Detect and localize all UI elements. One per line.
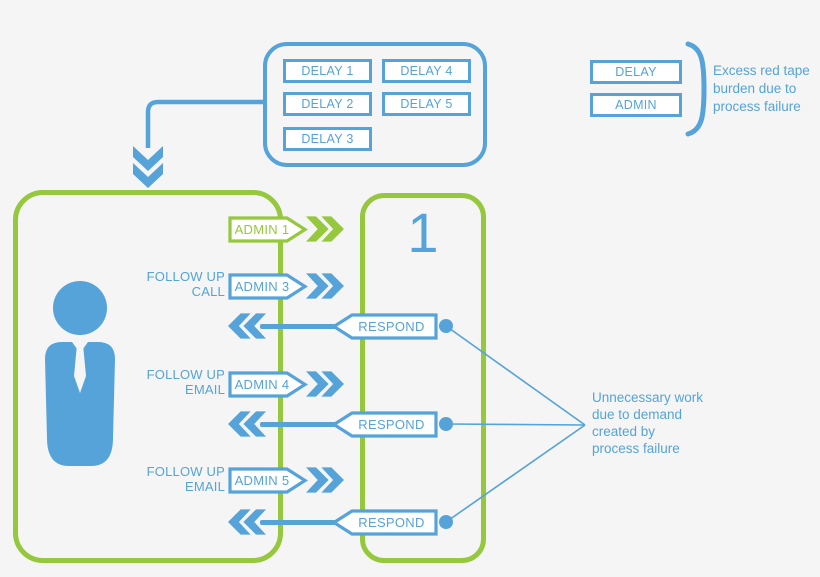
- delay-4-box: DELAY 4: [382, 59, 471, 83]
- admin-5-tag: ADMIN 5: [228, 467, 308, 494]
- chevron-left-icon: [228, 311, 266, 341]
- delay-2-box: DELAY 2: [283, 92, 372, 116]
- admin-3-tag: ADMIN 3: [228, 273, 308, 300]
- delay-1-box: DELAY 1: [283, 59, 372, 83]
- tag-pennant-shape: [228, 467, 308, 494]
- legend-note-line: process failure: [713, 99, 801, 114]
- process-number: 1: [407, 201, 439, 264]
- chevron-right-icon: [306, 214, 344, 244]
- context-line: FOLLOW UP: [146, 367, 225, 382]
- respond-1-label: RESPOND: [358, 319, 425, 334]
- chevron-left-icon: [228, 507, 266, 537]
- chevron-right-icon: [306, 369, 344, 399]
- tag-pennant-shape: [331, 313, 438, 340]
- respond-tag-3: RESPOND: [331, 509, 438, 536]
- tag-pennant-shape: [228, 216, 308, 243]
- chevron-right-icon: [306, 465, 344, 495]
- follow-up-email-label: FOLLOW UP EMAIL: [120, 367, 225, 397]
- tag-pennant-shape: [331, 411, 438, 438]
- context-line: EMAIL: [184, 382, 225, 397]
- callout-lines: [445, 325, 586, 523]
- legend-note-line: burden due to: [713, 81, 797, 96]
- delay-5-box: DELAY 5: [382, 92, 471, 116]
- respond-tag-1: RESPOND: [331, 313, 438, 340]
- note-line: created by: [592, 424, 656, 439]
- legend-admin-box: ADMIN: [590, 93, 682, 117]
- respond-tag-2: RESPOND: [331, 411, 438, 438]
- person-icon: [45, 281, 115, 466]
- tag-pennant-shape: [228, 371, 308, 398]
- admin-3-label: ADMIN 3: [234, 279, 290, 294]
- note-line: process failure: [592, 441, 680, 456]
- admin-4-tag: ADMIN 4: [228, 371, 308, 398]
- connector-dot: [439, 319, 453, 333]
- admin-4-label: ADMIN 4: [234, 377, 290, 392]
- respond-arrow-line: [260, 422, 336, 427]
- tag-pennant-shape: [331, 509, 438, 536]
- chevron-left-icon: [228, 409, 266, 439]
- follow-up-email-label: FOLLOW UP EMAIL: [120, 464, 225, 494]
- legend-note: Excess red tape burden due to process fa…: [713, 62, 820, 116]
- context-line: CALL: [191, 284, 225, 299]
- respond-arrow-line: [260, 520, 336, 525]
- delay-3-box: DELAY 3: [283, 127, 372, 151]
- note-line: Unnecessary work: [592, 390, 704, 405]
- unnecessary-work-note: Unnecessary work due to demand created b…: [592, 389, 732, 457]
- chevron-right-icon: [306, 271, 344, 301]
- legend-note-line: Excess red tape: [713, 63, 810, 78]
- tag-pennant-shape: [228, 273, 308, 300]
- admin-5-label: ADMIN 5: [234, 473, 290, 488]
- bracket-icon: [685, 41, 707, 137]
- delay-panel: DELAY 1 DELAY 4 DELAY 2 DELAY 5 DELAY 3: [263, 42, 487, 167]
- note-line: due to demand: [592, 407, 683, 422]
- respond-3-label: RESPOND: [358, 515, 425, 530]
- legend-delay-box: DELAY: [590, 60, 682, 84]
- process-box: 1: [360, 193, 486, 563]
- respond-arrow-line: [260, 324, 336, 329]
- context-line: FOLLOW UP: [146, 269, 225, 284]
- respond-2-label: RESPOND: [358, 417, 425, 432]
- delay-connector-arrow-down-icon: [133, 99, 268, 188]
- admin-1-tag: ADMIN 1: [228, 216, 308, 243]
- admin-1-label: ADMIN 1: [234, 222, 290, 237]
- context-line: EMAIL: [184, 479, 225, 494]
- context-line: FOLLOW UP: [146, 464, 225, 479]
- follow-up-call-label: FOLLOW UP CALL: [120, 269, 225, 299]
